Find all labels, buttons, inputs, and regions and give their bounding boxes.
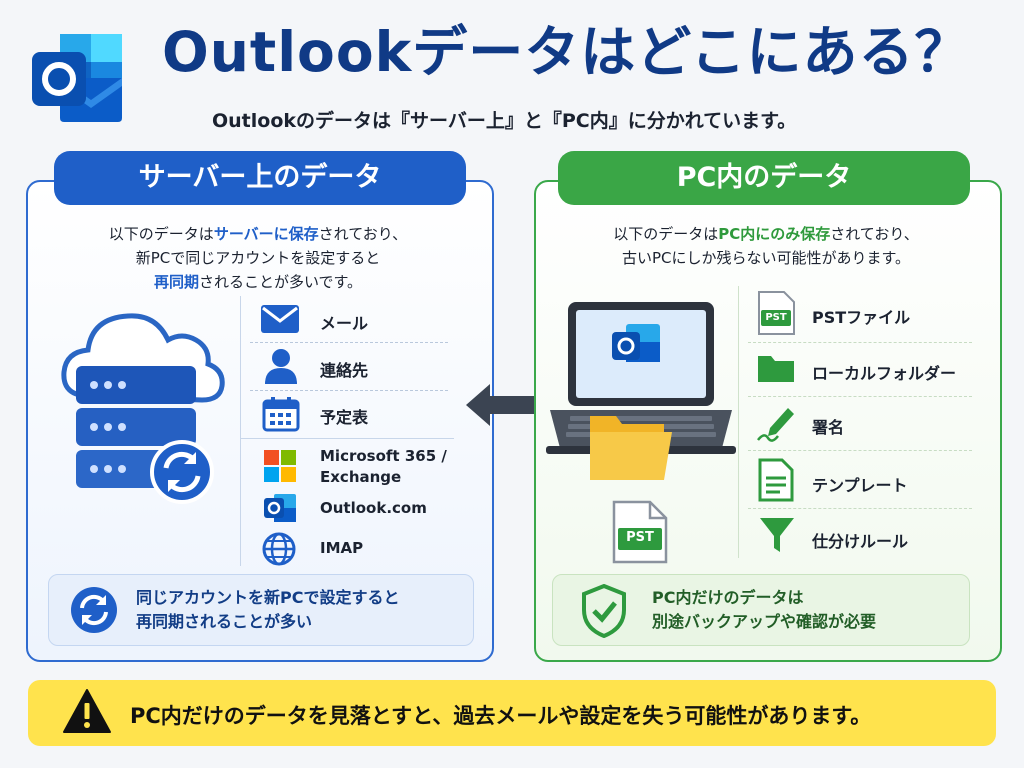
warning-banner [28,680,996,746]
server-item-contacts: 連絡先 [320,361,369,380]
server-note-text: 同じアカウントを新PCで設定すると 再同期されることが多い [136,586,399,634]
server-heading: サーバー上のデータ [54,151,466,205]
pc-item-template: テンプレート [812,476,908,495]
outlook-icon [264,494,296,522]
server-description: 以下のデータはサーバーに保存されており、 新PCで同じアカウントを設定すると 再… [36,222,480,294]
pst-file-icon [758,291,795,335]
server-desc-line3: されることが多いです。 [198,273,363,291]
separator [748,450,972,451]
outlook-logo-icon [32,34,122,122]
signature-pen-icon [757,408,794,442]
pc-note-line1: PC内だけのデータは [652,588,804,607]
separator [250,390,448,391]
separator [748,508,972,509]
mail-icon [261,305,299,333]
server-item-calendar: 予定表 [320,408,369,427]
page-subtitle: Outlookのデータは『サーバー上』と『PC内』に分かれています。 [212,110,797,132]
warning-triangle-icon [63,689,111,733]
server-desc-line2: 新PCで同じアカウントを設定すると [135,249,381,267]
account-microsoft365: Microsoft 365 / Exchange [320,446,447,488]
pst-item-badge: PST [765,312,787,323]
pc-note-line2: 別途バックアップや確認が必要 [652,612,877,631]
pc-item-pst: PSTファイル [812,308,911,327]
server-desc-pre: 以下のデータは [108,225,214,243]
pc-item-signature: 署名 [812,418,845,437]
pc-desc-post: されており、 [830,225,919,243]
separator [250,342,448,343]
sync-icon [71,587,117,633]
pc-description: 以下のデータはPC内にのみ保存されており、 古いPCにしか残らない可能性がありま… [544,222,988,270]
separator [748,396,972,397]
server-resync-note [48,574,474,646]
pc-desc-pre: 以下のデータは [613,225,719,243]
account-microsoft365-line2: Exchange [320,468,402,486]
separator [748,342,972,343]
pst-file-badge: PST [626,530,654,545]
pc-item-filter-rules: 仕分けルール [812,532,909,551]
account-microsoft365-line1: Microsoft 365 / [320,447,447,465]
pc-item-local-folder: ローカルフォルダー [812,364,957,383]
server-desc-resync: 再同期 [153,273,199,291]
page-title: Outlookデータはどこにある？ [162,20,971,84]
filter-funnel-icon [760,518,794,552]
template-document-icon [758,458,794,502]
pst-file-icon [612,500,668,564]
pc-list-divider [738,286,739,558]
cloud-server-icon [61,313,225,504]
server-note-line1: 同じアカウントを新PCで設定すると [136,588,400,607]
calendar-icon [262,397,300,432]
account-imap: IMAP [320,539,364,557]
pc-desc-line2: 古いPCにしか残らない可能性があります。 [621,249,911,267]
folder-icon [758,356,794,382]
microsoft-logo-icon [264,450,296,482]
server-desc-highlight: サーバーに保存 [213,225,319,243]
separator [240,438,454,439]
pc-backup-note [552,574,970,646]
server-list-divider [240,296,241,566]
pc-note-text: PC内だけのデータは 別途バックアップや確認が必要 [652,586,876,634]
globe-icon [262,532,296,566]
laptop-icon [546,302,736,480]
contact-icon [265,349,297,384]
account-outlookcom: Outlook.com [320,499,427,517]
server-item-mail: メール [320,314,369,333]
server-desc-post: されており、 [318,225,408,243]
shield-check-icon [582,584,626,638]
warning-text: PC内だけのデータを見落とすと、過去メールや設定を失う可能性があります。 [130,704,872,728]
pc-heading: PC内のデータ [558,151,970,205]
server-note-line2: 再同期されることが多い [136,612,313,631]
pc-desc-highlight: PC内にのみ保存 [718,225,831,243]
